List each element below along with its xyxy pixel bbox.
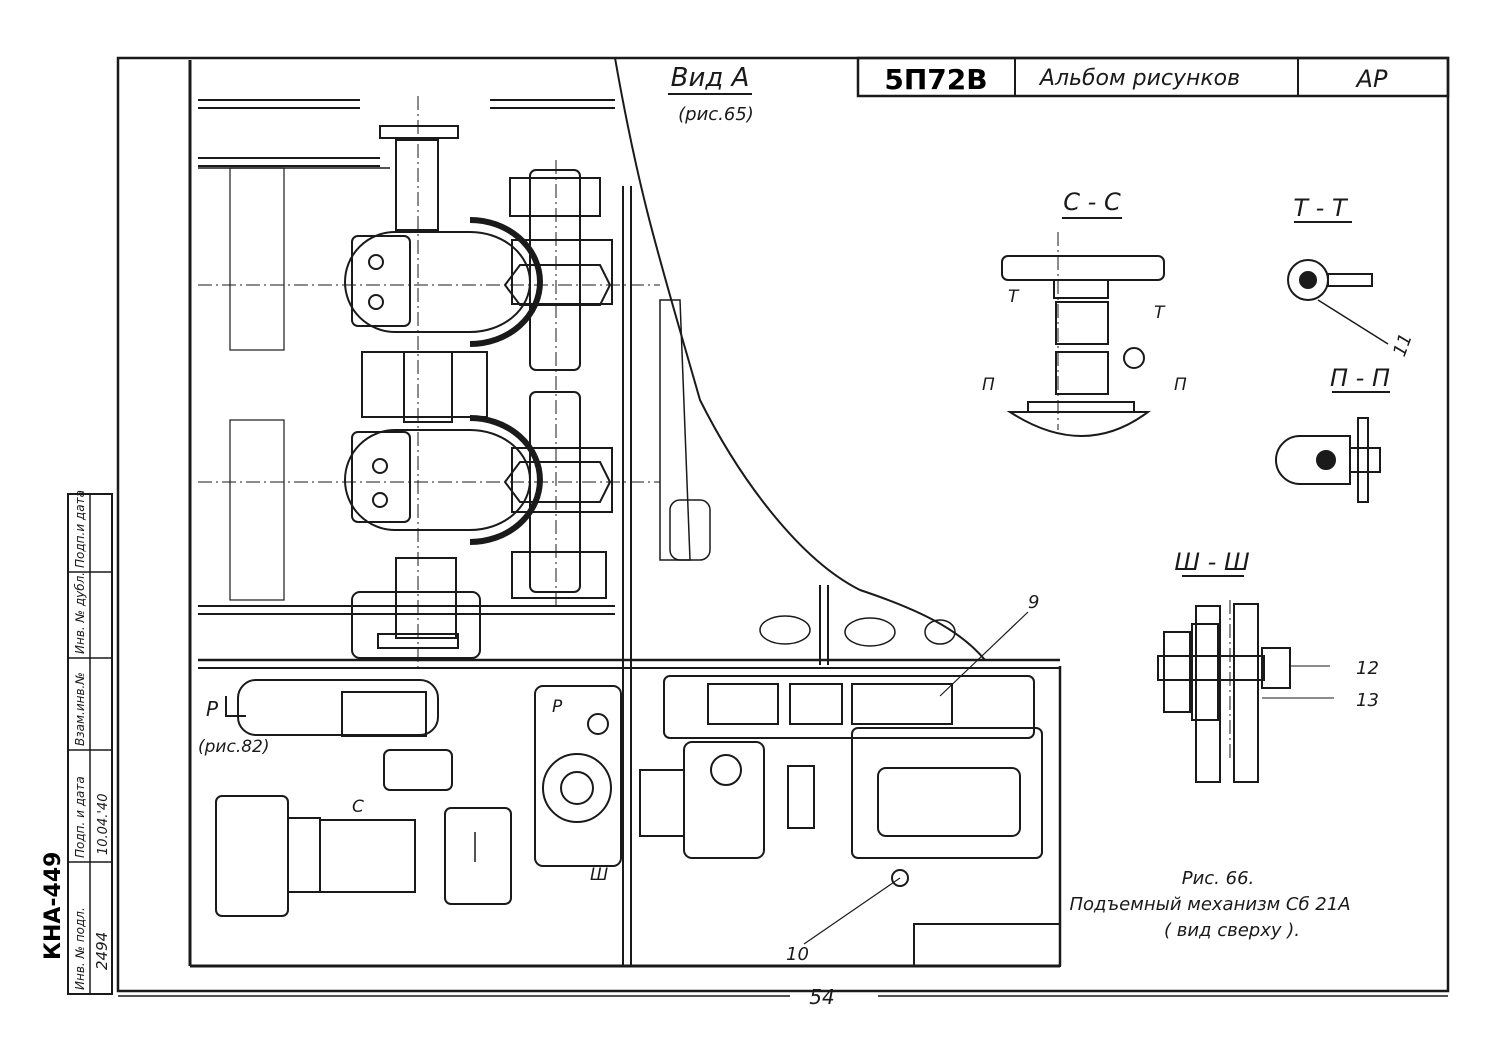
stamp-header-dup-inv: Инв. № дубл. — [73, 572, 87, 654]
roll-assembly-lower — [229, 351, 613, 659]
marker-c: С — [352, 797, 364, 817]
view-p-ref: (рис.82) — [198, 737, 270, 757]
view-a-label: Вид А (рис.65) — [668, 63, 754, 125]
section-cc: С - С Т Т П П — [982, 188, 1187, 437]
archive-number: КНА-449 — [41, 852, 66, 960]
side-stamp-text: Инв. № подл. Подп. и дата Взам.инв.№ Инв… — [41, 490, 111, 990]
page-number-block: 54 — [118, 985, 1448, 1009]
caption-line-1: Подъемный механизм Сб 21А — [1069, 894, 1350, 915]
figure-caption: Рис. 66. Подъемный механизм Сб 21А ( вид… — [1069, 868, 1350, 941]
stamp-header-replace-inv: Взам.инв.№ — [73, 672, 87, 746]
callouts: 9 10 11 12 13 — [786, 331, 1417, 965]
callout-12: 12 — [1356, 658, 1379, 679]
stamp-header-sign-date-2: Подп.и дата — [73, 490, 87, 568]
callout-11: 11 — [1389, 331, 1417, 360]
stamp-header-sign-date: Подп. и дата — [73, 776, 87, 858]
roll-assembly-upper — [198, 125, 613, 371]
section-uu: Ш - Ш — [1157, 548, 1334, 783]
section-cc-marker-p-right: П — [1174, 375, 1187, 395]
section-cc-title: С - С — [1063, 188, 1121, 216]
album-code: АР — [1355, 65, 1388, 93]
view-p-label: Р (рис.82) — [198, 696, 270, 757]
section-cc-marker-t-left: Т — [1008, 287, 1020, 307]
section-tt: Т - Т — [1287, 194, 1389, 345]
side-stamp — [67, 493, 113, 995]
section-cc-marker-t-right: Т — [1154, 303, 1166, 323]
section-pp: П - П — [1275, 364, 1390, 503]
caption-line-2: ( вид сверху ). — [1164, 920, 1300, 941]
main-plan-view — [188, 57, 1062, 968]
centerlines — [198, 96, 1231, 760]
page-number: 54 — [809, 985, 834, 1009]
callout-10: 10 — [786, 944, 809, 965]
sheet-frame — [116, 56, 1450, 993]
stamp-inv-value: 2494 — [93, 932, 111, 970]
section-uu-title: Ш - Ш — [1174, 548, 1250, 576]
machine-model: 5П72В — [884, 63, 987, 96]
callout-13: 13 — [1356, 690, 1379, 711]
album-title: Альбом рисунков — [1038, 66, 1240, 91]
caption-fig-number: Рис. 66. — [1182, 868, 1255, 889]
title-block: 5П72В Альбом рисунков АР — [856, 56, 1450, 98]
drive-train — [215, 675, 1061, 967]
view-a-title: Вид А — [671, 63, 750, 93]
stamp-date-value: 10.04.'40 — [96, 794, 111, 855]
stamp-header-inv-original: Инв. № подл. — [73, 907, 87, 990]
marker-sh: Ш — [590, 865, 608, 885]
callout-9: 9 — [1028, 592, 1039, 613]
section-cc-marker-p-left: П — [982, 375, 995, 395]
section-pp-title: П - П — [1330, 364, 1390, 392]
view-p-marker: Р — [206, 697, 219, 721]
view-a-ref: (рис.65) — [678, 104, 754, 125]
marker-p-small: Р — [552, 697, 563, 717]
section-tt-title: Т - Т — [1293, 194, 1349, 222]
